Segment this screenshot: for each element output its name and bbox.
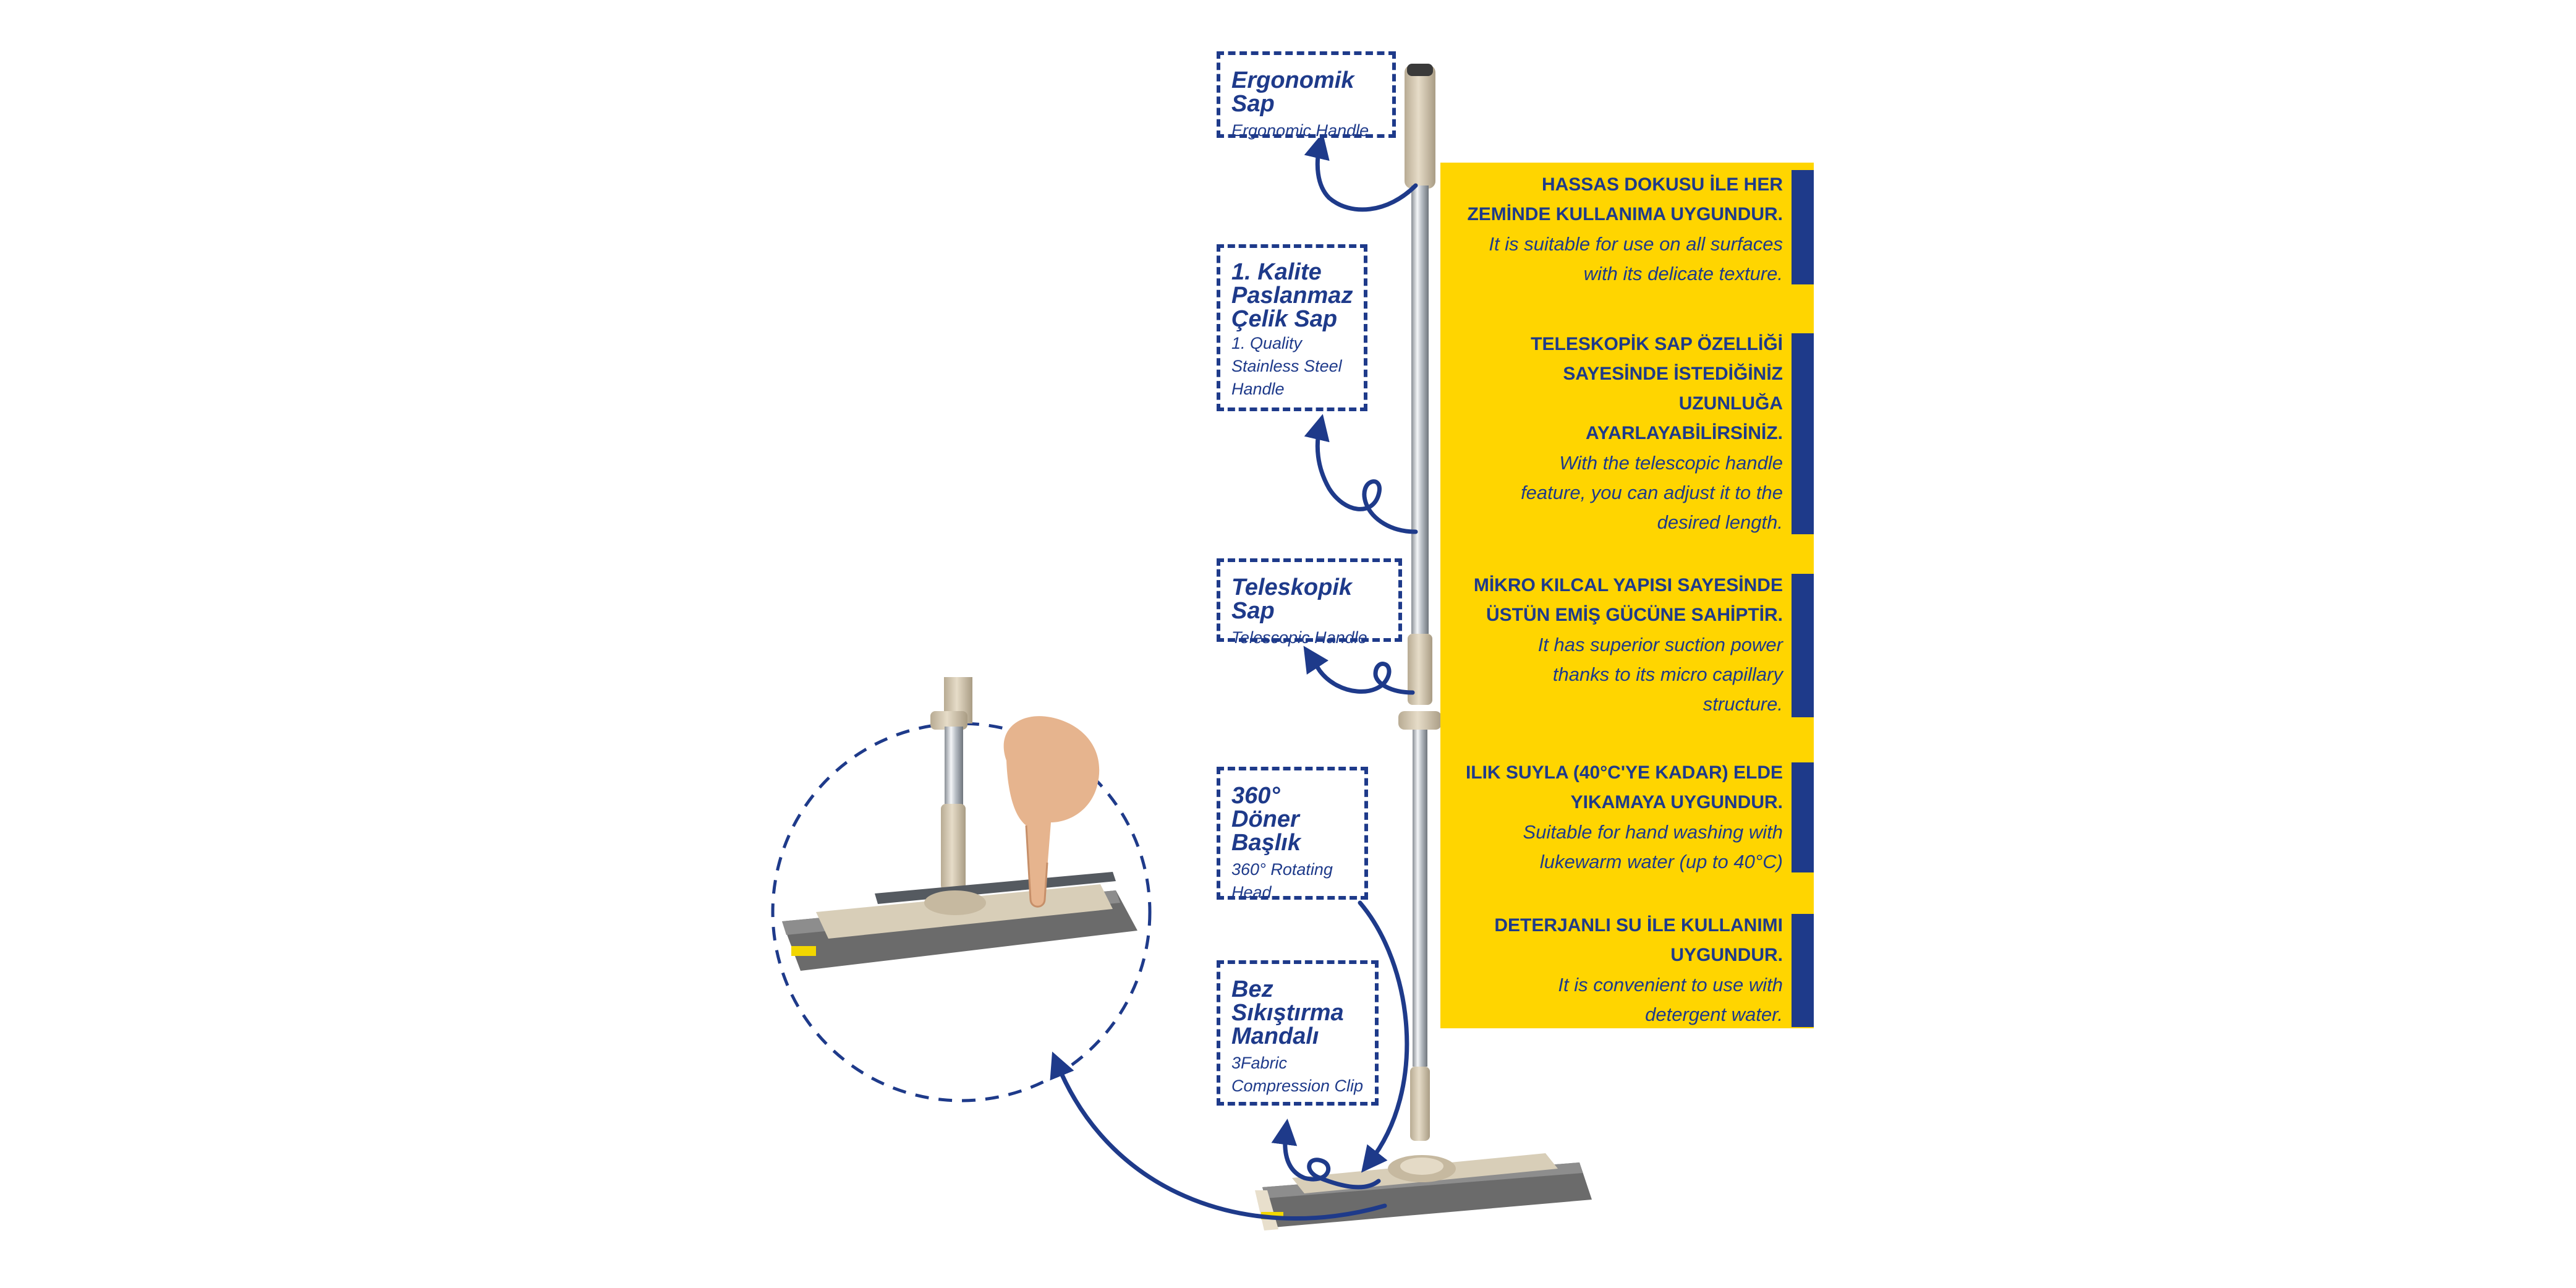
feature-item: MİKRO KILCAL YAPISI SAYESİNDE ÜSTÜN EMİŞ… <box>1461 571 1783 719</box>
label-tr: Bez Sıkıştırma Mandalı <box>1231 976 1344 1049</box>
label-tr: 360° Döner Başlık <box>1231 783 1301 856</box>
label-en: Telescopic Handle <box>1231 628 1367 647</box>
label-en: 360° Rotating Head <box>1231 860 1333 902</box>
feature-item: ILIK SUYLA (40°C'YE KADAR) ELDE YIKAMAYA… <box>1461 758 1783 877</box>
label-compression-clip: Bez Sıkıştırma Mandalı 3Fabric Compressi… <box>1217 960 1379 1106</box>
feature-desc: It is suitable for use on all surfaces w… <box>1489 233 1783 284</box>
detail-zoom-circle <box>771 677 1152 1102</box>
label-tr: Ergonomik Sap <box>1231 67 1354 117</box>
mop-handle <box>1398 64 1442 1141</box>
features-panel: HASSAS DOKUSU İLE HER ZEMİNDE KULLANIMA … <box>1440 163 1814 1028</box>
feature-desc: It has superior suction power thanks to … <box>1537 634 1783 715</box>
feature-strip <box>1792 574 1814 717</box>
label-rotating-head: 360° Döner Başlık 360° Rotating Head <box>1217 767 1368 902</box>
mop-head <box>1255 1153 1592 1230</box>
feature-strip <box>1792 762 1814 872</box>
label-stainless-steel-handle: 1. Kalite Paslanmaz Çelik Sap 1. Quality… <box>1217 244 1367 411</box>
feature-item: DETERJANLI SU İLE KULLANIMI UYGUNDUR. It… <box>1461 911 1783 1030</box>
feature-title: TELESKOPİK SAP ÖZELLİĞİ SAYESİNDE İSTEDİ… <box>1531 334 1783 443</box>
label-en: Ergonomic Handle <box>1231 121 1369 140</box>
feature-strip <box>1792 170 1814 284</box>
feature-strip <box>1792 333 1814 534</box>
pointing-hand-icon <box>1003 716 1100 908</box>
label-ergonomic-handle: Ergonomik Sap Ergonomic Handle <box>1217 51 1396 140</box>
label-tr: 1. Kalite Paslanmaz Çelik Sap <box>1231 259 1353 332</box>
label-en: 1. Quality Stainless Steel Handle <box>1231 334 1342 398</box>
label-tr: Teleskopik Sap <box>1231 574 1353 624</box>
connector-arrows <box>1050 132 1418 1221</box>
feature-title: DETERJANLI SU İLE KULLANIMI UYGUNDUR. <box>1494 915 1783 965</box>
feature-item: HASSAS DOKUSU İLE HER ZEMİNDE KULLANIMA … <box>1461 170 1783 289</box>
feature-desc: With the telescopic handle feature, you … <box>1521 452 1783 533</box>
feature-desc: Suitable for hand washing with lukewarm … <box>1523 821 1783 872</box>
label-telescopic-handle: Teleskopik Sap Telescopic Handle <box>1217 558 1402 647</box>
feature-title: ILIK SUYLA (40°C'YE KADAR) ELDE YIKAMAYA… <box>1465 762 1783 812</box>
feature-title: HASSAS DOKUSU İLE HER ZEMİNDE KULLANIMA … <box>1467 174 1783 224</box>
feature-title: MİKRO KILCAL YAPISI SAYESİNDE ÜSTÜN EMİŞ… <box>1473 575 1783 625</box>
feature-item: TELESKOPİK SAP ÖZELLİĞİ SAYESİNDE İSTEDİ… <box>1461 330 1783 537</box>
label-en: 3Fabric Compression Clip <box>1231 1054 1364 1095</box>
feature-desc: It is convenient to use with detergent w… <box>1558 974 1783 1025</box>
feature-strip <box>1792 914 1814 1027</box>
